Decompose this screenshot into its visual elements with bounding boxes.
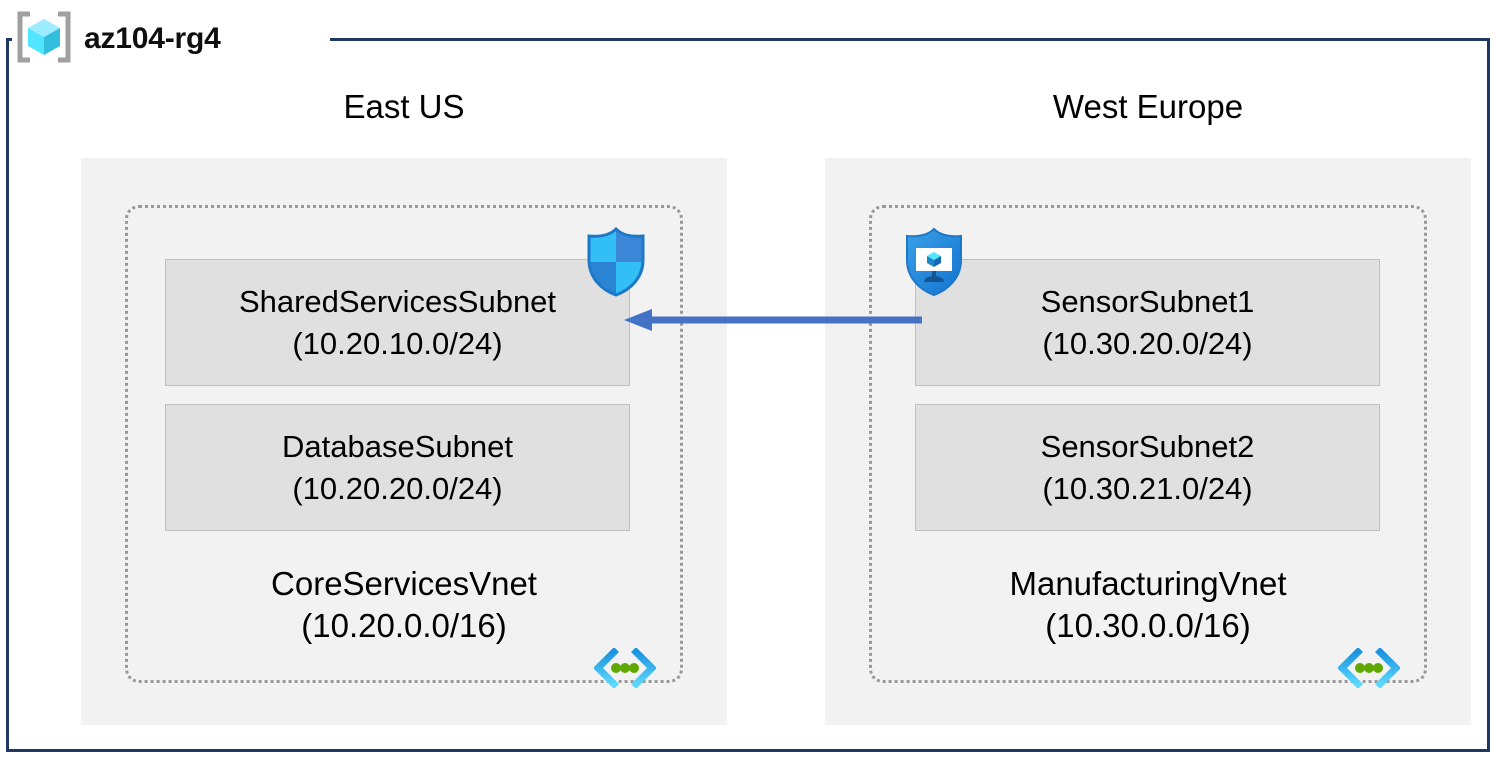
subnet-name: SensorSubnet2	[1040, 428, 1255, 464]
vnet-cidr: (10.30.0.0/16)	[1045, 607, 1251, 644]
region-label-west-europe: West Europe	[1052, 88, 1244, 125]
vnet-cidr: (10.20.0.0/16)	[301, 607, 507, 644]
subnet-cidr: (10.20.20.0/24)	[292, 470, 503, 506]
resource-group-cube-icon	[14, 10, 74, 69]
network-security-group-shield-icon	[583, 226, 649, 298]
subnet-sharedservicessubnet[interactable]: SharedServicesSubnet (10.20.10.0/24)	[165, 259, 630, 386]
subnet-cidr: (10.30.21.0/24)	[1042, 470, 1253, 506]
subnet-name: SensorSubnet1	[1040, 283, 1255, 319]
resource-group-title-mask	[12, 16, 330, 62]
subnet-databasesubnet[interactable]: DatabaseSubnet (10.20.20.0/24)	[165, 404, 630, 531]
virtual-network-icon	[593, 647, 657, 689]
vnet-label-manufacturingvnet: ManufacturingVnet (10.30.0.0/16)	[869, 563, 1427, 647]
vnet-container-coreservicesvnet	[125, 205, 683, 683]
region-label-east-us: East US	[343, 88, 465, 125]
subnet-name: SharedServicesSubnet	[238, 283, 557, 319]
vnet-peering-arrow	[622, 303, 922, 337]
vnet-name: ManufacturingVnet	[1009, 565, 1287, 602]
subnet-name: DatabaseSubnet	[282, 428, 513, 464]
subnet-cidr: (10.30.20.0/24)	[1042, 325, 1253, 361]
subnet-sensorsubnet2[interactable]: SensorSubnet2 (10.30.21.0/24)	[915, 404, 1380, 531]
subnet-cidr: (10.20.10.0/24)	[292, 325, 503, 361]
resource-group-title: az104-rg4	[14, 10, 221, 68]
resource-group-name: az104-rg4	[84, 22, 221, 55]
resource-group-frame	[6, 38, 1490, 752]
security-center-vm-shield-icon	[901, 226, 967, 298]
virtual-network-icon	[1337, 647, 1401, 689]
vnet-name: CoreServicesVnet	[271, 565, 537, 602]
subnet-sensorsubnet1[interactable]: SensorSubnet1 (10.30.20.0/24)	[915, 259, 1380, 386]
vnet-label-coreservicesvnet: CoreServicesVnet (10.20.0.0/16)	[125, 563, 683, 647]
vnet-container-manufacturingvnet	[869, 205, 1427, 683]
